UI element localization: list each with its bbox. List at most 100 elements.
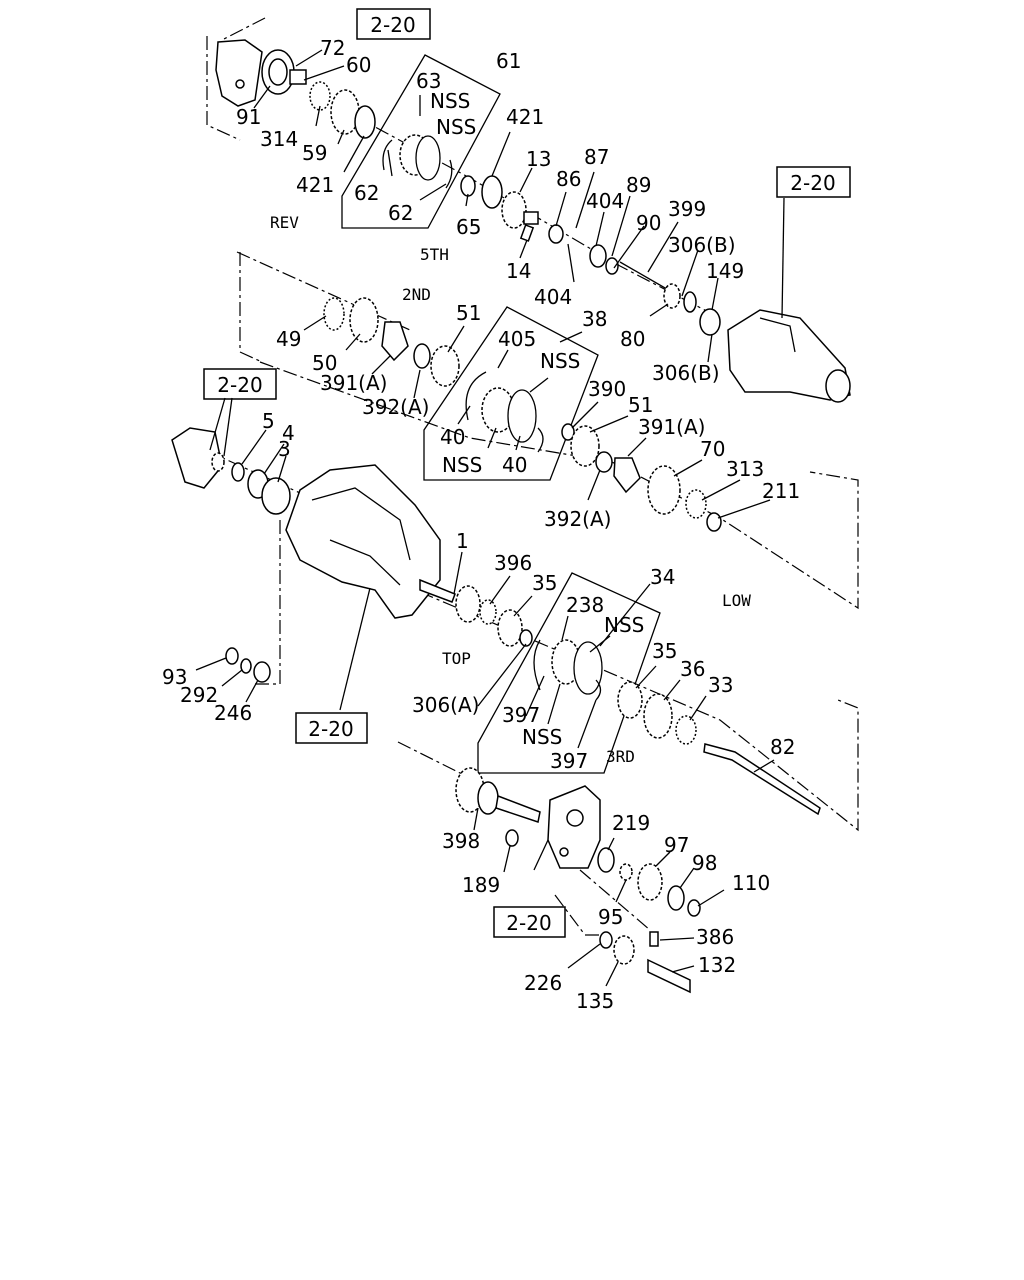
part-label-398: 398	[442, 829, 480, 853]
svg-text:2-20: 2-20	[217, 373, 262, 397]
part-label-40: 40	[502, 453, 527, 477]
part-label-306b: 306(B)	[668, 233, 736, 257]
part-label-nss: NSS	[442, 453, 482, 477]
gear-label-low: LOW	[722, 591, 751, 610]
part-label-397: 397	[550, 749, 588, 773]
part-label-62: 62	[354, 181, 379, 205]
part-label-238: 238	[566, 593, 604, 617]
part-label-386: 386	[696, 925, 734, 949]
ref-box-left[interactable]: 2-20	[203, 368, 277, 400]
svg-text:2-20: 2-20	[370, 13, 415, 37]
part-label-89: 89	[626, 173, 651, 197]
gear-label-top: TOP	[442, 649, 471, 668]
part-label-87: 87	[584, 145, 609, 169]
part-label-135: 135	[576, 989, 614, 1013]
part-label-34: 34	[650, 565, 675, 589]
gear-label-5th: 5TH	[420, 245, 449, 264]
part-label-nss: NSS	[604, 613, 644, 637]
svg-text:2-20: 2-20	[308, 717, 353, 741]
part-label-5: 5	[262, 409, 275, 433]
part-label-306b: 306(B)	[652, 361, 720, 385]
part-label-313: 313	[726, 457, 764, 481]
part-label-391a: 391(A)	[638, 415, 705, 439]
part-label-40: 40	[440, 425, 465, 449]
part-label-38: 38	[582, 307, 607, 331]
part-label-59: 59	[302, 141, 327, 165]
part-drawings	[171, 39, 851, 994]
part-label-97: 97	[664, 833, 689, 857]
part-label-219: 219	[612, 811, 650, 835]
part-label-314: 314	[260, 127, 298, 151]
part-label-391a: 391(A)	[320, 371, 387, 395]
part-label-35: 35	[532, 571, 557, 595]
part-label-90: 90	[636, 211, 661, 235]
ref-box-bottom[interactable]: 2-20	[493, 906, 566, 938]
part-label-35: 35	[652, 639, 677, 663]
part-label-63: 63	[416, 69, 441, 93]
part-label-392a: 392(A)	[544, 507, 611, 531]
part-label-60: 60	[346, 53, 371, 77]
part-label-132: 132	[698, 953, 736, 977]
part-label-62: 62	[388, 201, 413, 225]
part-label-421: 421	[506, 105, 544, 129]
ref-box-right[interactable]: 2-20	[776, 166, 851, 198]
part-label-51: 51	[628, 393, 653, 417]
part-label-396: 396	[494, 551, 532, 575]
gear-position-labels: REV 5TH 2ND LOW TOP 3RD	[270, 213, 751, 766]
gear-label-3rd: 3RD	[606, 747, 635, 766]
part-label-110: 110	[732, 871, 770, 895]
part-label-70: 70	[700, 437, 725, 461]
part-label-246: 246	[214, 701, 252, 725]
part-label-390: 390	[588, 377, 626, 401]
part-label-149: 149	[706, 259, 744, 283]
group-outline-38	[423, 306, 599, 481]
gear-label-rev: REV	[270, 213, 299, 232]
part-label-404: 404	[586, 189, 624, 213]
part-label-50: 50	[312, 351, 337, 375]
part-label-98: 98	[692, 851, 717, 875]
part-label-399: 399	[668, 197, 706, 221]
part-label-1: 1	[456, 529, 469, 553]
svg-text:2-20: 2-20	[790, 171, 835, 195]
part-label-397: 397	[502, 703, 540, 727]
part-number-labels: 72 60 91 314 59 421 61 63 NSS NSS 62 62 …	[162, 36, 800, 1013]
leader-lines	[195, 49, 785, 987]
part-label-82: 82	[770, 735, 795, 759]
part-label-61: 61	[496, 49, 521, 73]
ref-box-top[interactable]: 2-20	[356, 8, 431, 40]
part-label-292: 292	[180, 683, 218, 707]
part-label-14: 14	[506, 259, 531, 283]
part-label-nss: NSS	[522, 725, 562, 749]
part-label-80: 80	[620, 327, 645, 351]
part-label-91: 91	[236, 105, 261, 129]
part-label-72: 72	[320, 36, 345, 60]
part-label-36: 36	[680, 657, 705, 681]
part-label-33: 33	[708, 673, 733, 697]
part-label-421: 421	[296, 173, 334, 197]
part-label-226: 226	[524, 971, 562, 995]
part-label-nss: NSS	[540, 349, 580, 373]
part-label-86: 86	[556, 167, 581, 191]
part-label-306a: 306(A)	[412, 693, 479, 717]
group-outline-34	[477, 572, 661, 774]
part-label-13: 13	[526, 147, 551, 171]
part-label-3: 3	[278, 437, 291, 461]
part-label-nss: NSS	[436, 115, 476, 139]
svg-text:2-20: 2-20	[506, 911, 551, 935]
part-label-404: 404	[534, 285, 572, 309]
part-label-93: 93	[162, 665, 187, 689]
part-label-65: 65	[456, 215, 481, 239]
part-label-49: 49	[276, 327, 301, 351]
part-label-189: 189	[462, 873, 500, 897]
part-label-392a: 392(A)	[362, 395, 429, 419]
part-label-51: 51	[456, 301, 481, 325]
group-outline-61	[341, 54, 501, 229]
part-label-211: 211	[762, 479, 800, 503]
part-label-405: 405	[498, 327, 536, 351]
part-label-95: 95	[598, 905, 623, 929]
part-label-4: 4	[282, 421, 295, 445]
ref-box-middle[interactable]: 2-20	[295, 712, 368, 744]
part-label-nss: NSS	[430, 89, 470, 113]
gear-label-2nd: 2ND	[402, 285, 431, 304]
